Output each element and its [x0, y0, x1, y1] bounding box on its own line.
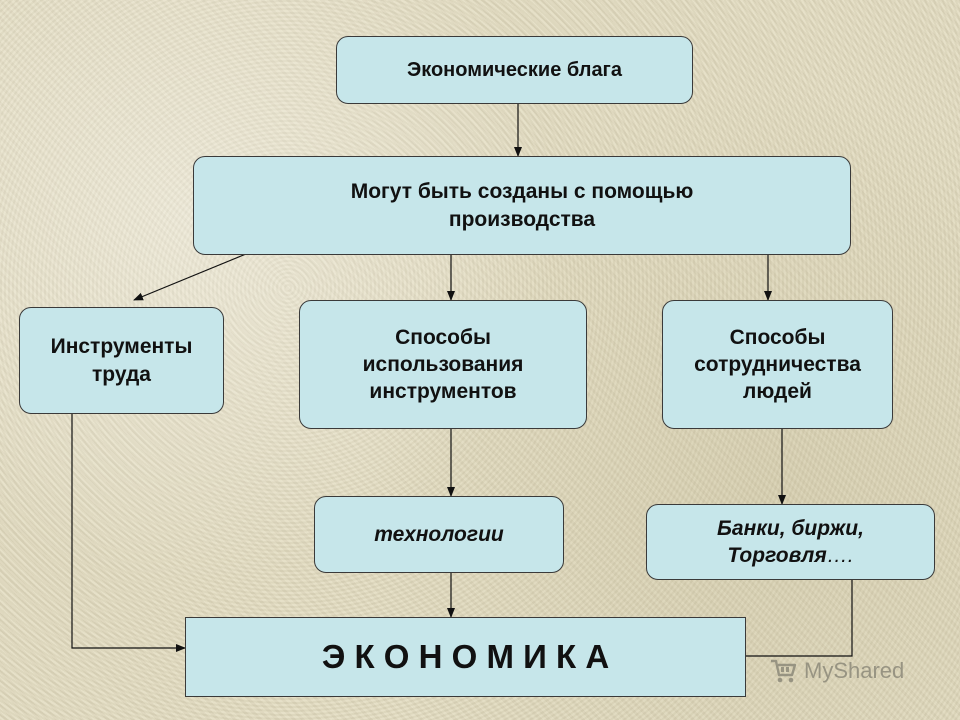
production-box: Могут быть созданы с помощью производств…	[193, 156, 851, 255]
shopping-cart-icon	[771, 659, 797, 683]
economy-label: Э К О Н О М И К А	[321, 637, 610, 675]
economic-goods-box: Экономические блага	[336, 36, 693, 104]
production-label: Могут быть созданы с помощью производств…	[350, 180, 694, 231]
banks-box: Банки, биржи, Торговля….	[646, 504, 935, 580]
watermark-text: MyShared	[804, 658, 905, 683]
methods-use-box: Способы использования инструментов	[299, 300, 587, 429]
arrow-production-to-tools	[133, 253, 247, 301]
economic-goods-label: Экономические блага	[406, 59, 623, 81]
banks-label-ellipsis: ….	[826, 544, 854, 567]
banks-text: Банки, биржи, Торговля….	[717, 515, 864, 570]
arrow-tools-to-economy	[71, 414, 186, 652]
banks-label-trade: Торговля	[727, 544, 827, 567]
tools-box: Инструменты труда	[19, 307, 224, 414]
methods-use-label: Способы использования инструментов	[362, 325, 524, 404]
methods-coop-label: Способы сотрудничества людей	[694, 325, 861, 404]
methods-coop-box: Способы сотрудничества людей	[662, 300, 893, 429]
economy-box: Э К О Н О М И К А	[185, 617, 746, 697]
tools-label: Инструменты труда	[50, 335, 193, 386]
line-banks-to-economy	[746, 580, 853, 657]
watermark-logo: MyShared	[768, 656, 904, 686]
technologies-label: технологии	[374, 522, 504, 546]
technologies-box: технологии	[314, 496, 564, 573]
banks-label-line2: Торговля….	[717, 542, 864, 569]
banks-label-line1: Банки, биржи,	[717, 516, 864, 540]
